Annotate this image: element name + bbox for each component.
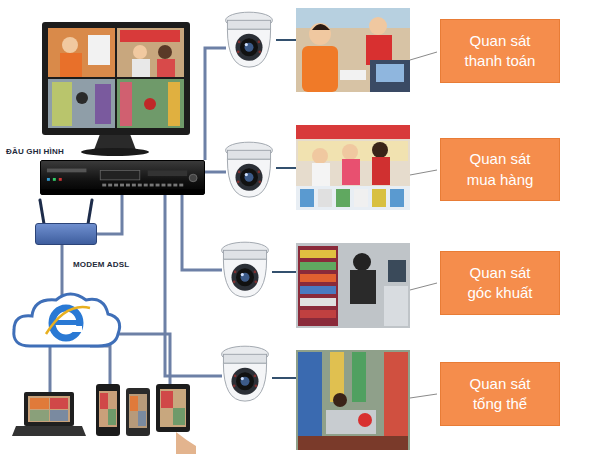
device-label: MODEM ADSL [73,260,129,269]
leader-lines [410,52,437,398]
network-cable [97,195,122,234]
callout-box: Quan sát tổng thể [440,362,560,426]
callout-box: Quan sát thanh toán [440,19,560,83]
device-label: ĐẦU GHI HÌNH [6,147,64,156]
camera-links [272,40,296,378]
dvr-recorder: ĐẦU GHI HÌNH [40,160,205,195]
monitor [42,22,190,156]
callout-box: Quan sát góc khuất [440,251,560,315]
callout-text: Quan sát mua hàng [450,149,550,190]
adsl-modem: MODEM ADSL [35,223,97,245]
client-devices [12,384,196,454]
internet-cloud [14,294,120,346]
callout-text: Quan sát góc khuất [450,263,550,304]
callout-box: Quan sát mua hàng [440,138,560,201]
camera-photos [296,8,410,450]
dvr-front-panel [41,161,204,194]
callout-text: Quan sát tổng thể [450,374,550,415]
callout-text: Quan sát thanh toán [450,31,550,72]
modem-antennas [40,200,92,224]
